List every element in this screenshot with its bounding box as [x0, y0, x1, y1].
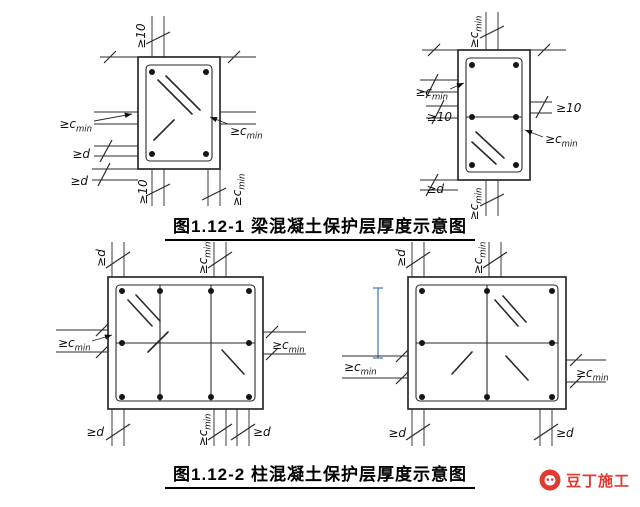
column-left-outline	[107, 276, 264, 410]
beam-right-top-cmin-dim: ≥cmin	[467, 12, 505, 50]
dim-label-10: ≥10	[136, 179, 150, 205]
dim-label-cmin: ≥cmin	[58, 336, 91, 354]
beam-left-bottom-left-d-dim: ≥d	[70, 162, 138, 188]
dim-label-cmin: ≥cmin	[230, 174, 248, 207]
dim-label-cmin: ≥cmin	[344, 360, 377, 378]
figure2-caption: 图1.12-2 柱混凝土保护层厚度示意图	[0, 460, 640, 489]
column-left-inner-ties	[116, 285, 255, 401]
figure1-caption-text: 图1.12-1 梁混凝土保护层厚度示意图	[165, 212, 475, 241]
beam-left-top-dim: ≥10	[134, 16, 171, 57]
column-left-bottom-d-left-dim: ≥d	[86, 409, 131, 446]
beam-right-stirrup	[465, 57, 523, 173]
docin-logo-icon	[539, 469, 561, 491]
figure1-caption: 图1.12-1 梁混凝土保护层厚度示意图	[0, 212, 640, 241]
beam-section-right: ≥cmin ≥cmin ≥10	[415, 12, 582, 221]
beam-right-left-cmin-dim: ≥cmin	[415, 73, 465, 103]
dim-label-10: ≥10	[556, 101, 582, 115]
dim-label-cmin: ≥cmin	[59, 117, 92, 135]
dim-label-cmin: ≥cmin	[272, 338, 305, 356]
column-left-left-cmin-dim: ≥cmin	[56, 323, 113, 359]
column-right-inner-ties	[416, 285, 558, 401]
dim-label-10: ≥10	[134, 23, 148, 49]
dim-label-d: ≥d	[94, 249, 108, 267]
beam-right-bar-marks	[471, 131, 505, 165]
dim-label-cmin: ≥cmin	[467, 16, 485, 49]
beam-right-bottom-d-dim: ≥d	[420, 173, 458, 197]
dim-label-cmin: ≥cmin	[196, 242, 214, 275]
beam-left-stirrup	[145, 64, 213, 162]
dim-label-cmin: ≥cmin	[230, 124, 263, 142]
column-right-rebar-dots	[419, 288, 555, 400]
dim-label-d: ≥d	[86, 425, 104, 439]
dim-label-cmin: ≥cmin	[467, 188, 485, 221]
beam-right-left-10-dim: ≥10	[426, 99, 458, 125]
column-right-outline	[407, 276, 567, 410]
beam-left-outline	[137, 56, 221, 170]
column-left-rebar-dots	[119, 288, 252, 400]
dim-label-cmin: ≥cmin	[471, 242, 489, 275]
column-section-left: ≥d ≥cmin	[56, 242, 306, 447]
column-right-bar-marks	[451, 295, 529, 381]
dim-label-d: ≥d	[426, 182, 444, 196]
dim-label-d: ≥d	[253, 425, 271, 439]
figure2-caption-text: 图1.12-2 柱混凝土保护层厚度示意图	[165, 460, 475, 489]
column-right-top-d-dim: ≥d	[394, 242, 431, 277]
column-right-left-cmin-dim: ≥cmin	[342, 349, 409, 385]
dim-label-d: ≥d	[72, 147, 90, 161]
beam-left-bar-marks	[153, 75, 201, 141]
beam-right-rebar-dots	[469, 62, 519, 168]
column-left-top-cmin-dim: ≥cmin	[196, 242, 233, 277]
column-left-bar-marks	[127, 294, 245, 375]
dim-label-10: ≥10	[427, 110, 453, 124]
beam-right-outline	[457, 49, 531, 181]
column-section-right: ≥d ≥cmin	[342, 242, 609, 446]
beam-section-left: ≥10 ≥cmin ≥	[59, 16, 263, 207]
column-left-bottom-d-right-dim: ≥d	[230, 409, 271, 446]
beam-left-left-d-dim: ≥d	[72, 139, 138, 163]
dim-label-d: ≥d	[70, 174, 88, 188]
dim-label-d: ≥d	[394, 249, 408, 267]
beam-right-right-10-dim: ≥10	[530, 95, 582, 119]
column-right-top-cmin-dim: ≥cmin	[471, 242, 508, 277]
column-right-left-bracket	[373, 287, 383, 359]
dim-label-cmin: ≥cmin	[196, 414, 214, 447]
column-right-right-cmin-dim: ≥cmin	[566, 353, 609, 389]
column-left-bottom-cmin-dim: ≥cmin	[196, 409, 233, 447]
dim-label-cmin: ≥cmin	[576, 366, 609, 384]
beam-left-bottom-cmin-dim: ≥cmin	[201, 169, 248, 207]
beam-right-bottom-cmin-dim: ≥cmin	[467, 180, 505, 221]
beam-left-bottom-10-dim: ≥10	[136, 169, 171, 206]
docin-logo: 豆丁施工	[539, 469, 630, 491]
dim-label-d: ≥d	[388, 426, 406, 440]
column-right-bottom-d-left-dim: ≥d	[388, 409, 431, 446]
beam-left-right-cmin-dim: ≥cmin	[209, 111, 263, 142]
beam-left-left-cmin-dim: ≥cmin	[59, 111, 138, 135]
column-right-bottom-d-right-dim: ≥d	[533, 409, 574, 446]
dim-label-cmin: ≥cmin	[415, 85, 448, 103]
dim-label-cmin: ≥cmin	[545, 132, 578, 150]
docin-logo-text: 豆丁施工	[565, 472, 630, 490]
column-left-right-cmin-dim: ≥cmin	[263, 325, 306, 361]
column-left-top-d-dim: ≥d	[94, 242, 131, 277]
beam-right-right-cmin-dim: ≥cmin	[524, 129, 578, 150]
beam-left-rebar-dots	[149, 69, 209, 157]
dim-label-d: ≥d	[556, 426, 574, 440]
